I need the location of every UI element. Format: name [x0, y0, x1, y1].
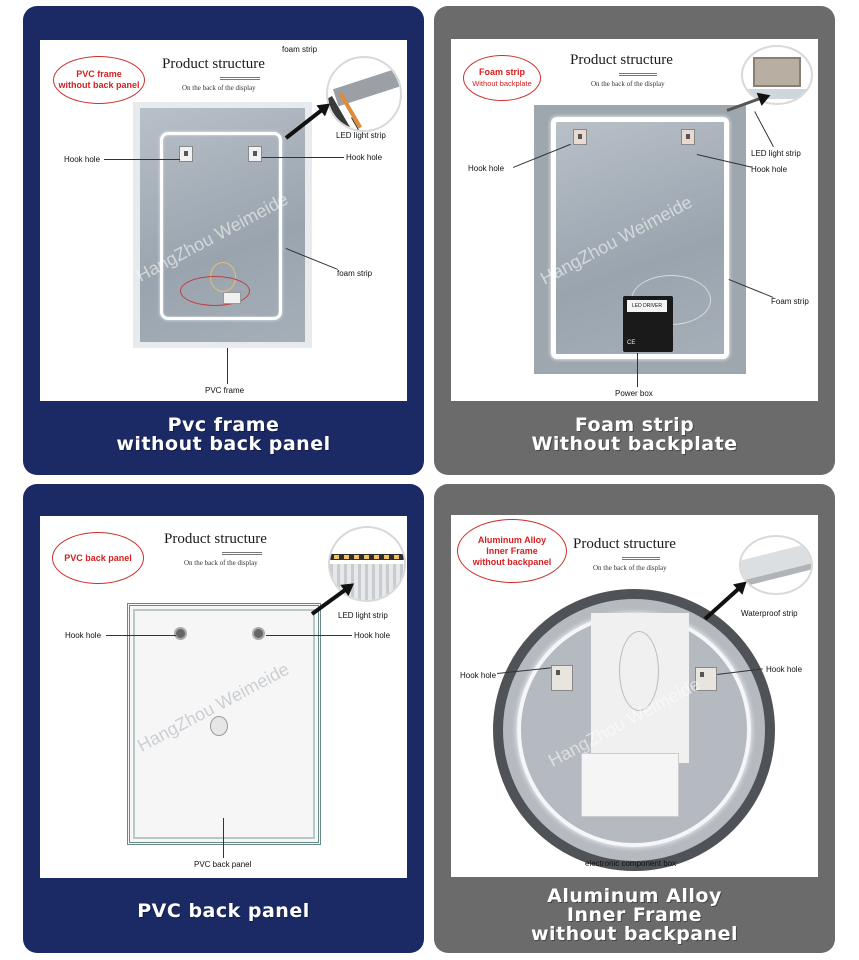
hook-hole-icon [681, 129, 695, 145]
product-structure-subtitle: On the back of the display [184, 559, 258, 567]
electronic-component-box [581, 753, 679, 817]
zoom-detail-led-strip [326, 56, 402, 132]
zoom-detail-led-strip [741, 45, 813, 105]
product-structure-subtitle: On the back of the display [182, 84, 256, 92]
bubble-line: without backpanel [472, 556, 552, 567]
label-hook-hole-right: Hook hole [346, 153, 383, 162]
label-power-box: Power box [615, 389, 653, 398]
leader-line [106, 635, 176, 636]
leader-line [223, 818, 224, 858]
led-chip-row [334, 555, 404, 559]
zoom-arrow [703, 585, 743, 621]
label-pvc-back-panel: PVC back panel [194, 860, 252, 869]
card-pvc-back-panel: PVC back panel Product structure On the … [23, 484, 424, 953]
label-hook-hole-right: Hook hole [766, 665, 803, 674]
label-led-light-strip: LED light strip [751, 149, 801, 158]
caption-line: PVC back panel [137, 900, 310, 922]
hook-hole-icon [248, 146, 262, 162]
title-rule [619, 73, 657, 76]
caption-line: Without backplate [531, 433, 738, 455]
caption-line: Foam strip [574, 414, 695, 436]
ce-mark: CE [627, 340, 636, 346]
hook-hole-icon [174, 627, 187, 640]
card-caption: Aluminum Alloy Inner Frame without backp… [434, 887, 835, 944]
power-cord [180, 276, 250, 306]
caption-line: Aluminum Alloy [547, 885, 722, 907]
card-caption: PVC back panel [23, 902, 424, 921]
title-rule [222, 552, 262, 555]
bubble-line: without back panel [58, 80, 140, 90]
leader-line [262, 157, 344, 158]
product-structure-title: Product structure [573, 536, 676, 552]
title-rule [220, 77, 260, 80]
bubble-line: PVC back panel [64, 552, 132, 563]
hook-hole-icon [179, 146, 193, 162]
hook-hole-icon [573, 129, 587, 145]
driver-box [223, 292, 241, 304]
caption-line: Pvc frame [167, 414, 280, 436]
leader-line [266, 635, 352, 636]
caption-line: without backpanel [530, 923, 739, 945]
power-box: LED DRIVER CE [623, 296, 673, 352]
label-led-light-strip: LED light strip [338, 611, 388, 620]
leader-line [227, 348, 228, 384]
bubble-line: PVC frame [76, 69, 122, 79]
label-hook-hole-left: Hook hole [468, 164, 505, 173]
leader-line [637, 353, 638, 387]
title-rule [622, 557, 660, 560]
bubble-line: Aluminum Alloy [477, 534, 547, 545]
zoom-detail-waterproof-strip [739, 535, 813, 595]
card-caption: Pvc frame without back panel [23, 416, 424, 454]
label-foam-strip-top: foam strip [282, 45, 318, 54]
label-electronic-component-box: electronic component box [585, 859, 677, 868]
hook-hole-icon [695, 667, 717, 691]
label-hook-hole-left: Hook hole [460, 671, 497, 680]
label-hook-hole-right: Hook hole [751, 165, 788, 174]
hook-hole-icon [551, 665, 573, 691]
label-foam-strip: Foam strip [771, 297, 809, 306]
product-structure-subtitle: On the back of the display [591, 80, 665, 88]
label-hook-hole-left: Hook hole [64, 155, 101, 164]
leader-line [104, 159, 180, 160]
leader-line [754, 111, 774, 147]
product-structure-subtitle: On the back of the display [593, 564, 667, 572]
callout-bubble: PVC back panel [52, 532, 144, 584]
product-structure-title: Product structure [570, 52, 673, 68]
bubble-line: Without backplate [472, 79, 532, 88]
bubble-line: Foam strip [478, 67, 525, 77]
bubble-line: Inner Frame [486, 545, 538, 556]
power-box-tag: LED DRIVER [627, 300, 667, 312]
power-cord [619, 631, 659, 711]
label-led-light-strip: LED light strip [336, 131, 386, 140]
card-caption: Foam strip Without backplate [434, 416, 835, 454]
label-foam-strip: foam strip [337, 269, 373, 278]
led-strip-detail [743, 89, 811, 99]
label-waterproof-strip: Waterproof strip [741, 609, 798, 618]
waterproof-strip-detail [741, 540, 811, 588]
led-strip-outline [160, 132, 282, 320]
caption-line: without back panel [116, 433, 331, 455]
label-pvc-frame: PVC frame [205, 386, 245, 395]
product-structure-title: Product structure [162, 56, 265, 72]
foam-strip-detail [753, 57, 801, 87]
cable-grommet [210, 716, 228, 736]
hook-hole-icon [252, 627, 265, 640]
product-structure-title: Product structure [164, 531, 267, 547]
caption-line: Inner Frame [566, 904, 703, 926]
label-hook-hole-left: Hook hole [65, 631, 102, 640]
label-hook-hole-right: Hook hole [354, 631, 391, 640]
product-image-panel: PVC back panel Product structure On the … [40, 516, 407, 878]
